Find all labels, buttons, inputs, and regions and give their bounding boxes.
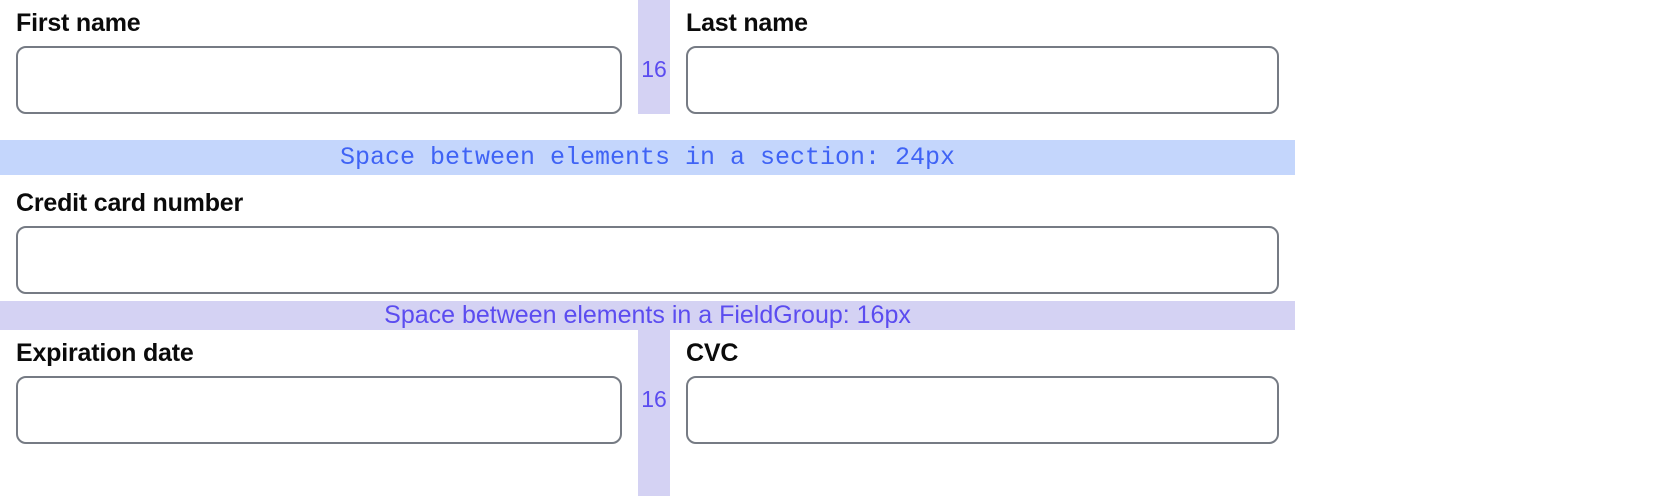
- label-expiration-date: Expiration date: [16, 339, 194, 367]
- label-cvc: CVC: [686, 339, 739, 367]
- gap-column-expiry-row: 16: [638, 330, 670, 496]
- input-last-name[interactable]: [686, 46, 1279, 114]
- input-expiration-date[interactable]: [16, 376, 622, 444]
- field-credit-card-number: Credit card number: [0, 180, 1295, 294]
- field-cvc: CVC: [670, 330, 1295, 496]
- annotation-band-section-text: Space between elements in a section: 24p…: [339, 143, 956, 172]
- input-first-name[interactable]: [16, 46, 622, 114]
- annotation-band-fieldgroup-spacing: Space between elements in a FieldGroup: …: [0, 301, 1295, 330]
- input-credit-card-number[interactable]: [16, 226, 1279, 294]
- field-row-credit-card: Credit card number: [0, 180, 1295, 294]
- field-last-name: Last name: [670, 0, 1295, 114]
- input-cvc[interactable]: [686, 376, 1279, 444]
- label-credit-card-number: Credit card number: [16, 189, 244, 217]
- gap-column-name-row: 16: [638, 0, 670, 114]
- annotation-band-section-spacing: Space between elements in a section: 24p…: [0, 140, 1295, 175]
- label-last-name: Last name: [686, 9, 808, 37]
- annotation-band-fieldgroup-text: Space between elements in a FieldGroup: …: [384, 301, 911, 329]
- gap-label-expiry-row: 16: [641, 386, 667, 412]
- field-row-expiry: Expiration date 16 CVC: [0, 330, 1295, 496]
- form-content: First name 16 Last name Space between el…: [0, 0, 1295, 496]
- gap-label-name-row: 16: [641, 56, 667, 82]
- label-first-name: First name: [16, 9, 141, 37]
- field-row-name: First name 16 Last name: [0, 0, 1295, 114]
- field-first-name: First name: [0, 0, 638, 114]
- field-expiration-date: Expiration date: [0, 330, 638, 496]
